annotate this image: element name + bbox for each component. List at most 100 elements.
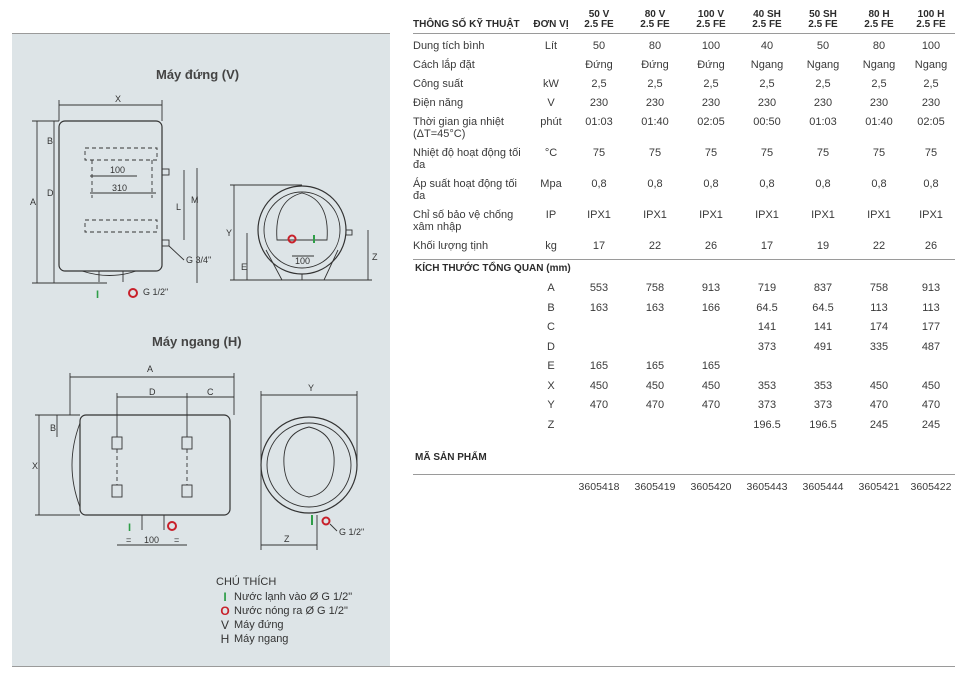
dim-key: Y <box>547 399 555 411</box>
label-y: Y <box>226 228 232 238</box>
table-top-divider <box>413 33 955 34</box>
dim-value: 450 <box>869 379 889 392</box>
spec-value: 01:03 <box>809 116 837 128</box>
spec-value: 0,8 <box>703 178 719 190</box>
spec-value: Ngang <box>750 59 784 71</box>
spec-value: 75 <box>816 147 830 159</box>
spec-value: 230 <box>921 97 941 109</box>
dim-value: 470 <box>701 399 721 411</box>
legend-text: Nước nóng ra Ø G 1/2" <box>234 605 348 617</box>
spec-value: 230 <box>757 97 777 109</box>
label-m: M <box>191 195 199 205</box>
spec-value: 75 <box>704 147 718 159</box>
spec-unit: V <box>547 97 555 109</box>
product-code: 3605420 <box>683 474 739 503</box>
spec-label: Cách lắp đặt <box>413 59 475 71</box>
spec-label: Khối lượng tịnh <box>413 240 489 252</box>
spec-value: 01:03 <box>585 116 613 128</box>
spec-label: Điện năng <box>413 97 464 109</box>
dim-spacer <box>413 399 531 419</box>
spec-value: IPX1 <box>867 209 891 221</box>
spec-value: 0,8 <box>923 178 939 190</box>
dim-value: 353 <box>813 379 833 392</box>
dim-value: 373 <box>813 399 833 411</box>
spec-value: 230 <box>813 97 833 109</box>
dim-value <box>571 419 627 439</box>
spec-value: IPX1 <box>587 209 611 221</box>
dim-value: 113 <box>922 301 940 314</box>
dim-value: 177 <box>921 321 941 333</box>
dim-value: 165 <box>589 360 609 372</box>
dim-value: 913 <box>701 282 721 294</box>
spec-value: IPX1 <box>811 209 835 221</box>
cold-inlet-icon: I <box>223 590 227 604</box>
h-label-g12: G 1/2" <box>339 527 364 537</box>
spec-value: 22 <box>648 240 662 252</box>
spec-value: 100 <box>701 40 721 52</box>
dim-value: 373 <box>757 399 777 411</box>
dim-value: 470 <box>921 399 941 411</box>
spec-value: 2,5 <box>759 78 775 90</box>
spec-value: 0,8 <box>759 178 775 190</box>
label-l: L <box>176 202 181 212</box>
spec-value: 17 <box>592 240 606 252</box>
dim-spacer <box>413 360 531 380</box>
dim-key: C <box>547 321 555 333</box>
dim-value: 450 <box>645 379 665 392</box>
label-g34: G 3/4" <box>186 255 211 265</box>
dim-value: 470 <box>589 399 609 411</box>
product-code: 3605418 <box>571 474 627 503</box>
dim-key: A <box>547 282 555 294</box>
spec-value: 0,8 <box>647 178 663 190</box>
label-a: A <box>30 197 36 207</box>
label-b: B <box>47 136 53 146</box>
vertical-diagram: X A B D 100 310 L M G 3/4" I G 1/2" Y E … <box>30 94 378 301</box>
dim-key: E <box>547 360 555 372</box>
dim-value: 487 <box>921 340 941 353</box>
label-z: Z <box>372 252 378 262</box>
horizontal-title: Máy ngang (H) <box>152 334 242 349</box>
spec-value: 230 <box>645 97 665 109</box>
dim-value: 373 <box>757 340 777 353</box>
dim-spacer <box>413 321 531 341</box>
spec-value: 01:40 <box>641 116 669 128</box>
h-label-eq2: = <box>174 535 179 545</box>
spec-value: IPX1 <box>919 209 943 221</box>
dim-spacer <box>413 341 531 361</box>
dim-value: 141 <box>813 321 833 333</box>
spec-value: 0,8 <box>591 178 607 190</box>
hot-outlet-icon: O <box>220 604 230 618</box>
dim-value <box>627 341 683 361</box>
label-e: E <box>241 262 247 272</box>
dim-key: Z <box>547 418 555 431</box>
spec-value: 75 <box>592 147 606 159</box>
dim-value: 450 <box>921 379 941 392</box>
spec-label: Áp suất hoạt động tối đa <box>413 178 517 202</box>
spec-value: 230 <box>589 97 609 109</box>
dim-key: B <box>547 301 555 314</box>
dim-value: 719 <box>757 282 777 294</box>
spec-value: 50 <box>816 40 830 52</box>
spec-value: Đứng <box>697 59 725 71</box>
legend-item-vertical: V Máy đứng <box>216 618 352 632</box>
spec-value: 50 <box>592 40 606 52</box>
dim-value <box>627 419 683 439</box>
dim-value <box>795 360 851 380</box>
h-label-c: C <box>207 387 214 397</box>
dim-spacer <box>413 282 531 302</box>
dim-value: 174 <box>869 321 889 333</box>
vertical-symbol: V <box>220 618 229 632</box>
dim-spacer <box>413 419 531 439</box>
dim-value: 113 <box>870 301 888 314</box>
